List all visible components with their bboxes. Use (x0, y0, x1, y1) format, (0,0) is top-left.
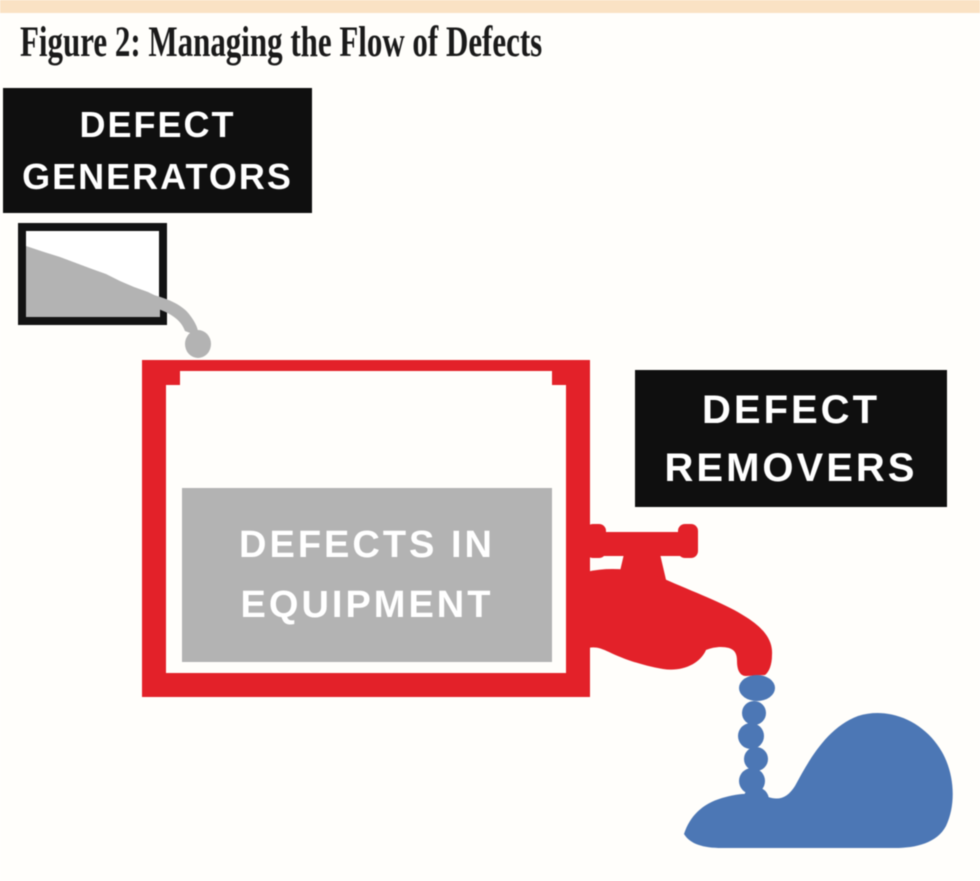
pour-stream-icon (146, 294, 199, 336)
defect-generators-line2: GENERATORS (22, 155, 293, 197)
removed-pile-icon (684, 713, 953, 848)
defects-in-equipment-label: DEFECTS IN EQUIPMENT (182, 488, 552, 662)
faucet-body-icon (586, 568, 773, 676)
faucet-icon (586, 524, 773, 676)
defect-generators-label: DEFECT GENERATORS (3, 88, 312, 213)
faucet-handle-right-knob-icon (678, 524, 698, 558)
defect-removers-line2: REMOVERS (664, 445, 918, 490)
drip-stream-icon (738, 675, 775, 813)
faucet-handle-bar-icon (592, 532, 692, 556)
pour-droplet-icon (185, 330, 211, 358)
defect-generators-line1: DEFECT (79, 103, 236, 145)
defect-removers-label: DEFECT REMOVERS (635, 370, 947, 507)
header-strip (0, 0, 980, 13)
faucet-handle-left-knob-icon (586, 524, 606, 558)
tank-label-line2: EQUIPMENT (240, 584, 494, 626)
container-liquid-icon (26, 246, 160, 317)
figure-title: Figure 2: Managing the Flow of Defects (20, 19, 543, 66)
defect-removers-line1: DEFECT (702, 387, 880, 432)
tank-label-line1: DEFECTS IN (239, 524, 495, 566)
